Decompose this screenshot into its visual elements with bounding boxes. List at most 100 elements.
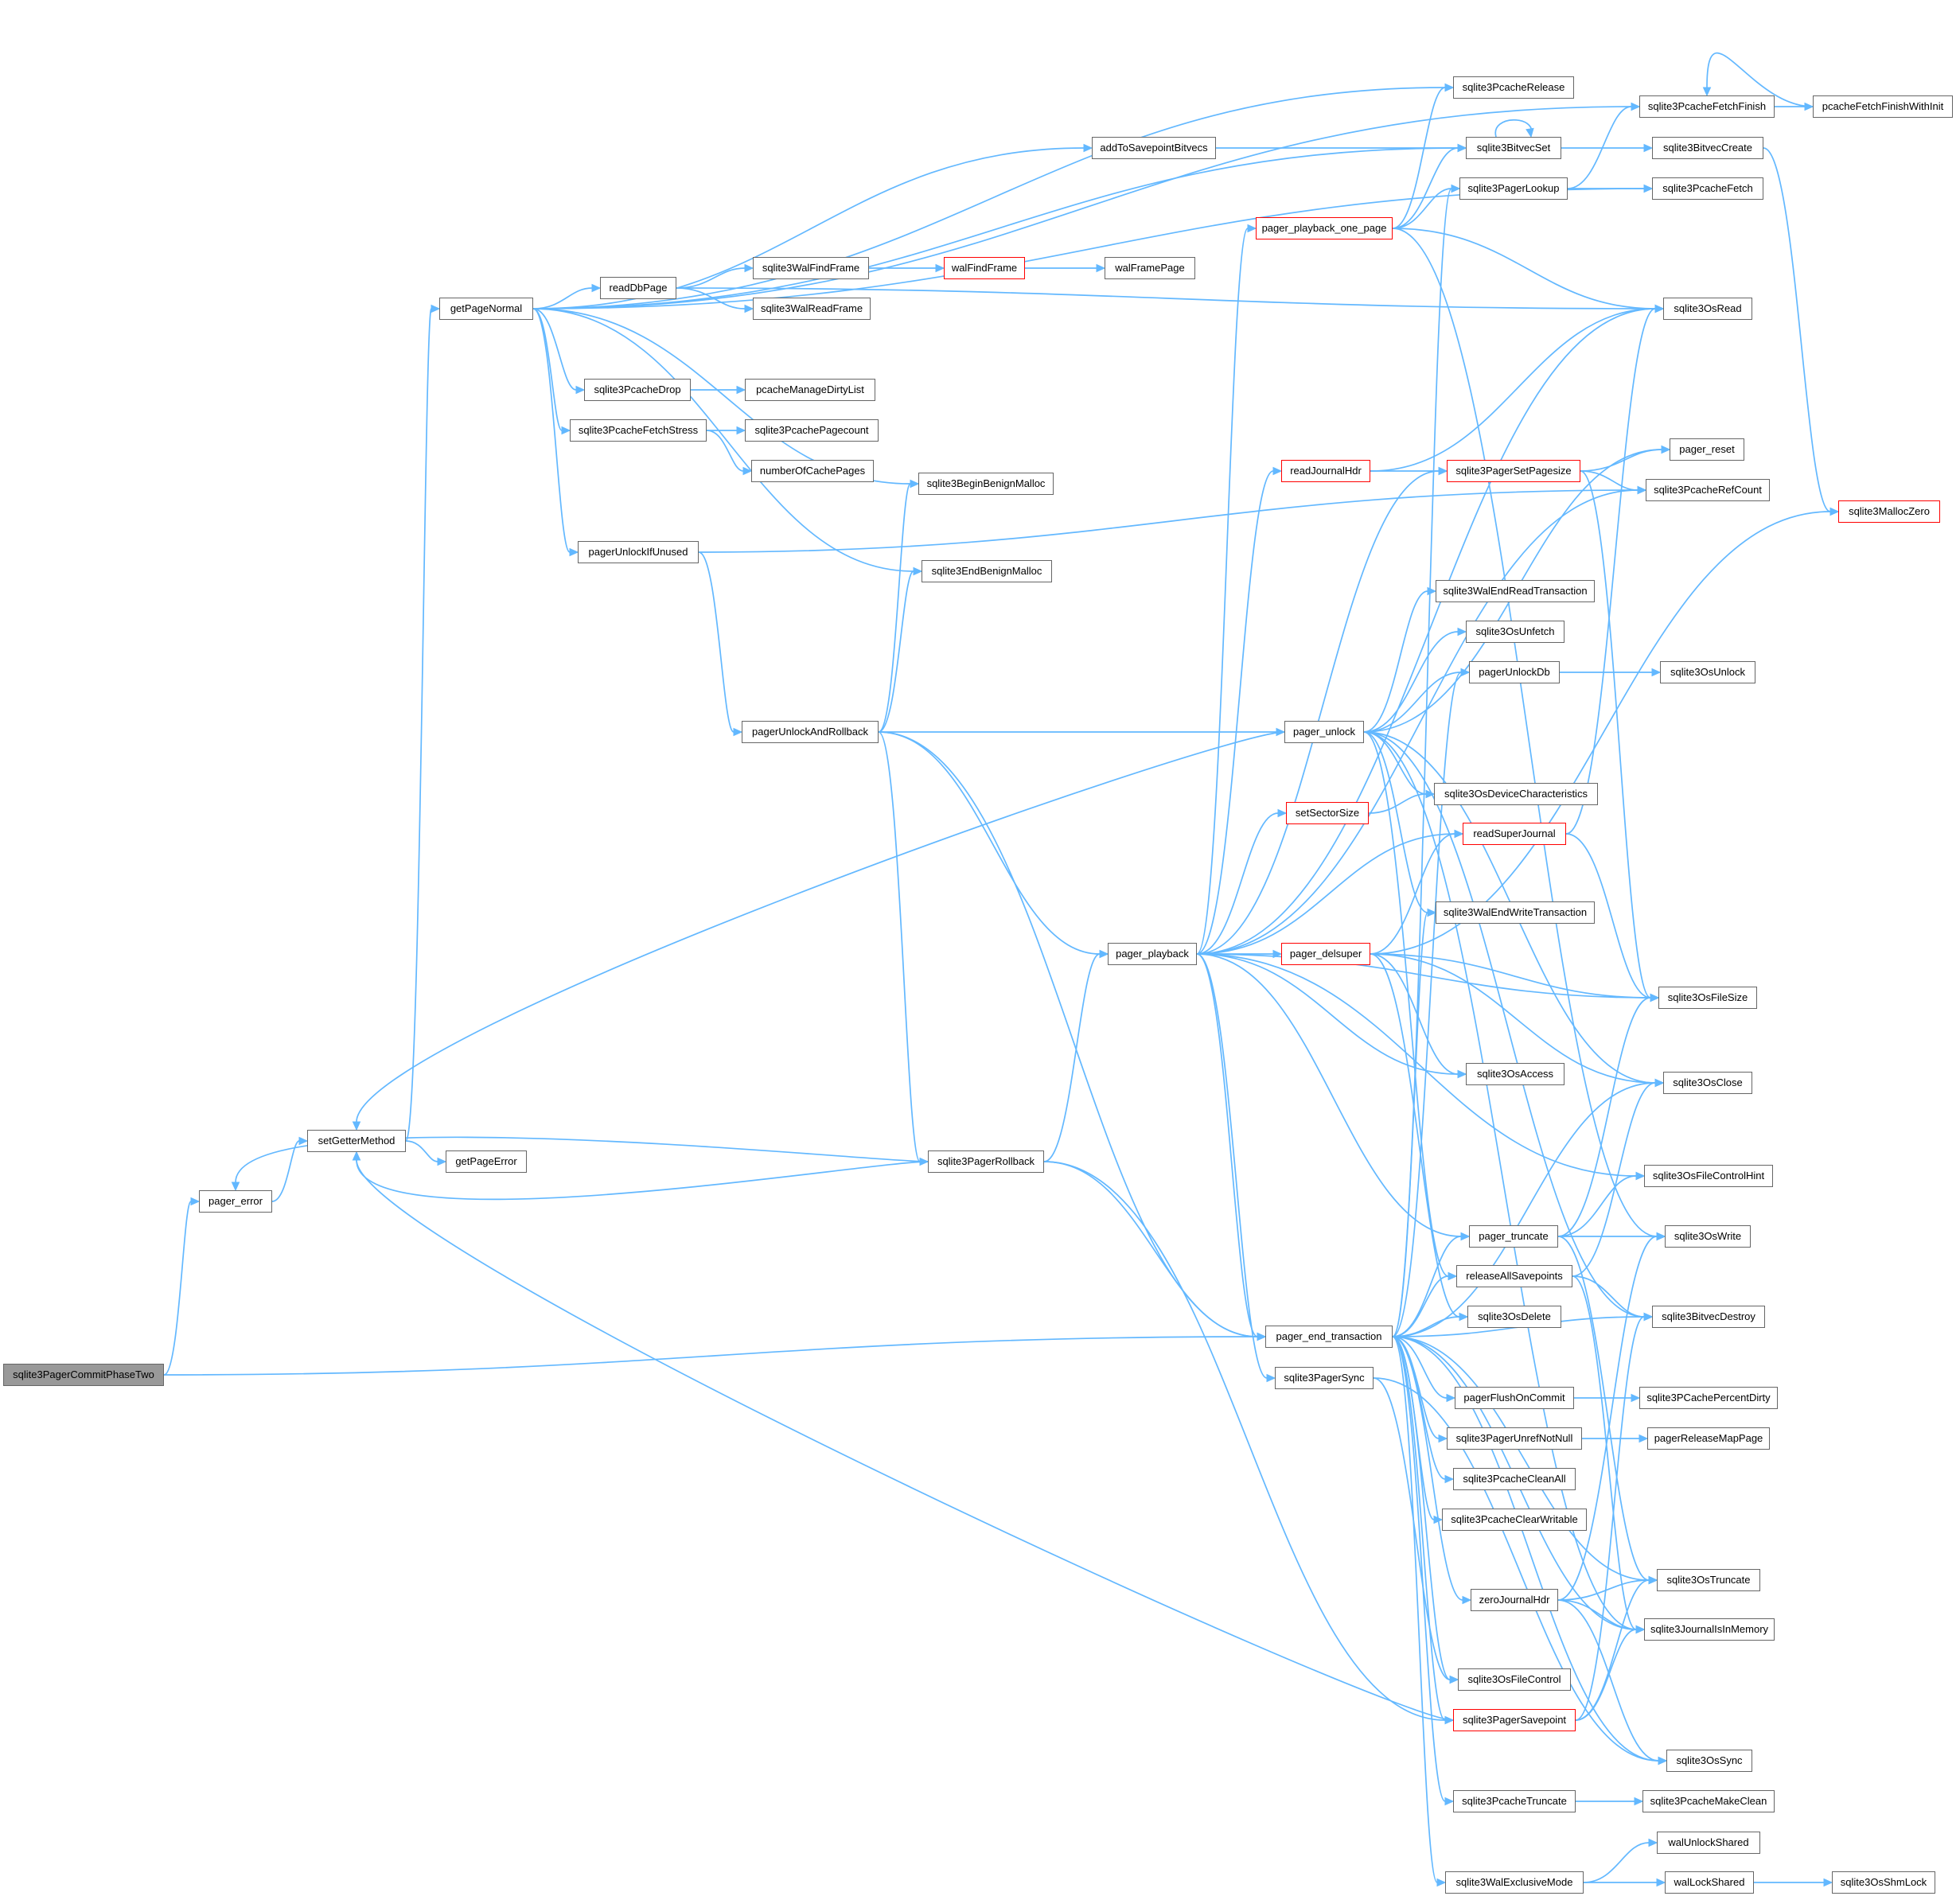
node-sqlite3PcacheRefCount[interactable]: sqlite3PcacheRefCount [1646,479,1770,501]
node-pcacheManageDirtyList[interactable]: pcacheManageDirtyList [745,379,875,401]
node-pcacheFetchFinishWithInit[interactable]: pcacheFetchFinishWithInit [1813,95,1953,118]
node-sqlite3PcacheDrop[interactable]: sqlite3PcacheDrop [584,379,691,401]
node-sqlite3PagerSavepoint[interactable]: sqlite3PagerSavepoint [1453,1709,1576,1731]
edge-pager_playback-to-pager_playback_one_page [1196,228,1249,955]
node-sqlite3PcacheFetch[interactable]: sqlite3PcacheFetch [1652,177,1763,200]
edge-readSuperJournal-to-sqlite3OsFileSize [1565,833,1651,999]
edge-pager_end_transaction-to-sqlite3OsClose [1392,1082,1656,1337]
node-walFramePage[interactable]: walFramePage [1105,257,1195,279]
node-sqlite3OsFileControlHint[interactable]: sqlite3OsFileControlHint [1644,1165,1773,1187]
edge-setGetterMethod-to-getPageError-arrowhead [437,1157,447,1166]
node-readSuperJournal[interactable]: readSuperJournal [1463,823,1566,845]
node-sqlite3BeginBenignMalloc[interactable]: sqlite3BeginBenignMalloc [918,473,1054,495]
node-sqlite3PcacheCleanAll[interactable]: sqlite3PcacheCleanAll [1453,1468,1576,1490]
node-sqlite3PcacheFetchFinish[interactable]: sqlite3PcacheFetchFinish [1639,95,1775,118]
node-sqlite3PcacheFetchStress[interactable]: sqlite3PcacheFetchStress [570,419,707,442]
node-sqlite3PagerLookup[interactable]: sqlite3PagerLookup [1459,177,1568,200]
edge-readDbPage-to-sqlite3WalReadFrame [676,287,746,310]
node-sqlite3WalEndWriteTransaction[interactable]: sqlite3WalEndWriteTransaction [1436,901,1595,924]
edge-sqlite3BitvecSet-to-sqlite3BitvecCreate-arrowhead [1643,143,1654,153]
edge-setGetterMethod-to-getPageNormal [405,308,432,1142]
node-zeroJournalHdr[interactable]: zeroJournalHdr [1471,1589,1558,1611]
edge-sqlite3PagerSavepoint-to-sqlite3OsTruncate [1575,1579,1650,1721]
node-sqlite3JournalIsInMemory[interactable]: sqlite3JournalIsInMemory [1644,1618,1775,1641]
edge-pager_end_transaction-to-sqlite3OsClose-arrowhead [1654,1078,1665,1088]
edge-sqlite3WalExclusiveMode-to-walUnlockShared-arrowhead [1648,1838,1658,1847]
node-numberOfCachePages[interactable]: numberOfCachePages [751,460,874,482]
node-pagerReleaseMapPage[interactable]: pagerReleaseMapPage [1647,1427,1770,1450]
node-pager_playback_one_page[interactable]: pager_playback_one_page [1256,217,1393,239]
node-pager_error[interactable]: pager_error [199,1190,272,1213]
node-sqlite3PcacheRelease[interactable]: sqlite3PcacheRelease [1453,76,1574,99]
node-sqlite3OsAccess[interactable]: sqlite3OsAccess [1466,1063,1564,1085]
node-sqlite3OsClose[interactable]: sqlite3OsClose [1663,1072,1752,1094]
node-walFindFrame[interactable]: walFindFrame [944,257,1025,279]
node-pager_truncate[interactable]: pager_truncate [1469,1225,1558,1248]
node-sqlite3WalReadFrame[interactable]: sqlite3WalReadFrame [753,298,871,320]
edge-sqlite3PcacheFetchStress-to-numberOfCachePages-arrowhead [742,466,753,476]
node-sqlite3MallocZero[interactable]: sqlite3MallocZero [1838,500,1940,523]
edge-pager_end_transaction-to-pagerFlushOnCommit-arrowhead [1446,1393,1456,1403]
node-sqlite3PagerSync[interactable]: sqlite3PagerSync [1275,1367,1374,1389]
edge-pager_end_transaction-to-sqlite3PagerUnrefNotNull-arrowhead [1438,1434,1448,1443]
node-sqlite3OsUnfetch[interactable]: sqlite3OsUnfetch [1466,621,1564,643]
edge-zeroJournalHdr-to-sqlite3OsSync [1557,1599,1659,1762]
node-sqlite3OsRead[interactable]: sqlite3OsRead [1663,298,1752,320]
node-walUnlockShared[interactable]: walUnlockShared [1657,1832,1760,1854]
node-pagerUnlockAndRollback[interactable]: pagerUnlockAndRollback [742,721,879,743]
edge-pager_playback-to-readJournalHdr [1196,470,1274,955]
node-sqlite3WalExclusiveMode[interactable]: sqlite3WalExclusiveMode [1445,1871,1584,1894]
edge-pager_playback_one_page-to-sqlite3PagerLookup [1392,188,1452,229]
node-sqlite3OsWrite[interactable]: sqlite3OsWrite [1665,1225,1751,1248]
edge-pager_truncate-to-sqlite3OsTruncate [1557,1236,1650,1581]
edge-getPageNormal-to-sqlite3PcacheRelease [532,87,1446,310]
node-sqlite3PcacheTruncate[interactable]: sqlite3PcacheTruncate [1453,1790,1576,1812]
node-setGetterMethod[interactable]: setGetterMethod [307,1130,406,1152]
node-pagerUnlockDb[interactable]: pagerUnlockDb [1469,661,1560,683]
node-pagerFlushOnCommit[interactable]: pagerFlushOnCommit [1455,1387,1574,1409]
edge-pager_unlock-to-sqlite3OsUnfetch [1363,631,1459,733]
node-sqlite3BitvecDestroy[interactable]: sqlite3BitvecDestroy [1652,1306,1765,1328]
node-sqlite3EndBenignMalloc[interactable]: sqlite3EndBenignMalloc [922,560,1052,582]
node-sqlite3PagerRollback[interactable]: sqlite3PagerRollback [928,1150,1044,1173]
node-readDbPage[interactable]: readDbPage [600,277,676,299]
node-sqlite3OsShmLock[interactable]: sqlite3OsShmLock [1832,1871,1935,1894]
node-sqlite3OsFileSize[interactable]: sqlite3OsFileSize [1658,987,1757,1009]
node-pager_reset[interactable]: pager_reset [1670,438,1744,461]
node-sqlite3OsSync[interactable]: sqlite3OsSync [1666,1750,1752,1772]
node-sqlite3WalFindFrame[interactable]: sqlite3WalFindFrame [753,257,869,279]
node-pager_playback[interactable]: pager_playback [1108,943,1197,965]
node-walLockShared[interactable]: walLockShared [1665,1871,1754,1894]
node-pager_unlock[interactable]: pager_unlock [1284,721,1364,743]
node-sqlite3PagerUnrefNotNull[interactable]: sqlite3PagerUnrefNotNull [1447,1427,1582,1450]
node-sqlite3BitvecCreate[interactable]: sqlite3BitvecCreate [1652,137,1763,159]
edge-sqlite3PagerSetPagesize-to-sqlite3PcacheRefCount-arrowhead [1637,485,1647,495]
node-sqlite3PcachePagecount[interactable]: sqlite3PcachePagecount [745,419,879,442]
node-sqlite3PagerSetPagesize[interactable]: sqlite3PagerSetPagesize [1447,460,1580,482]
node-sqlite3OsTruncate[interactable]: sqlite3OsTruncate [1657,1569,1760,1591]
node-getPageError[interactable]: getPageError [446,1150,527,1173]
edge-walLockShared-to-sqlite3OsShmLock-arrowhead [1823,1878,1833,1887]
node-sqlite3OsDeviceCharacteristics[interactable]: sqlite3OsDeviceCharacteristics [1434,783,1598,805]
node-releaseAllSavepoints[interactable]: releaseAllSavepoints [1456,1265,1572,1287]
node-addToSavepointBitvecs[interactable]: addToSavepointBitvecs [1092,137,1216,159]
node-pagerUnlockIfUnused[interactable]: pagerUnlockIfUnused [578,541,699,563]
node-sqlite3OsDelete[interactable]: sqlite3OsDelete [1467,1306,1561,1328]
node-setSectorSize[interactable]: setSectorSize [1286,802,1369,824]
node-sqlite3PCachePercentDirty[interactable]: sqlite3PCachePercentDirty [1639,1387,1778,1409]
edge-sqlite3PagerSavepoint-to-setGetterMethod [356,1159,1454,1721]
node-sqlite3OsFileControl[interactable]: sqlite3OsFileControl [1458,1668,1571,1691]
node-sqlite3OsUnlock[interactable]: sqlite3OsUnlock [1660,661,1755,683]
node-pager_end_transaction[interactable]: pager_end_transaction [1265,1326,1393,1348]
node-sqlite3PagerCommitPhaseTwo[interactable]: sqlite3PagerCommitPhaseTwo [3,1364,164,1386]
edge-pager_playback-to-pager_playback_one_page-arrowhead [1247,224,1257,233]
node-pager_delsuper[interactable]: pager_delsuper [1281,943,1370,965]
edge-releaseAllSavepoints-to-sqlite3OsClose [1572,1082,1656,1277]
node-getPageNormal[interactable]: getPageNormal [439,298,533,320]
edge-sqlite3PagerSync-to-sqlite3OsFileControl-arrowhead [1449,1675,1459,1684]
node-readJournalHdr[interactable]: readJournalHdr [1281,460,1370,482]
node-sqlite3PcacheMakeClean[interactable]: sqlite3PcacheMakeClean [1642,1790,1775,1812]
node-sqlite3WalEndReadTransaction[interactable]: sqlite3WalEndReadTransaction [1436,580,1595,602]
node-sqlite3BitvecSet[interactable]: sqlite3BitvecSet [1466,137,1561,159]
node-sqlite3PcacheClearWritable[interactable]: sqlite3PcacheClearWritable [1442,1509,1587,1531]
